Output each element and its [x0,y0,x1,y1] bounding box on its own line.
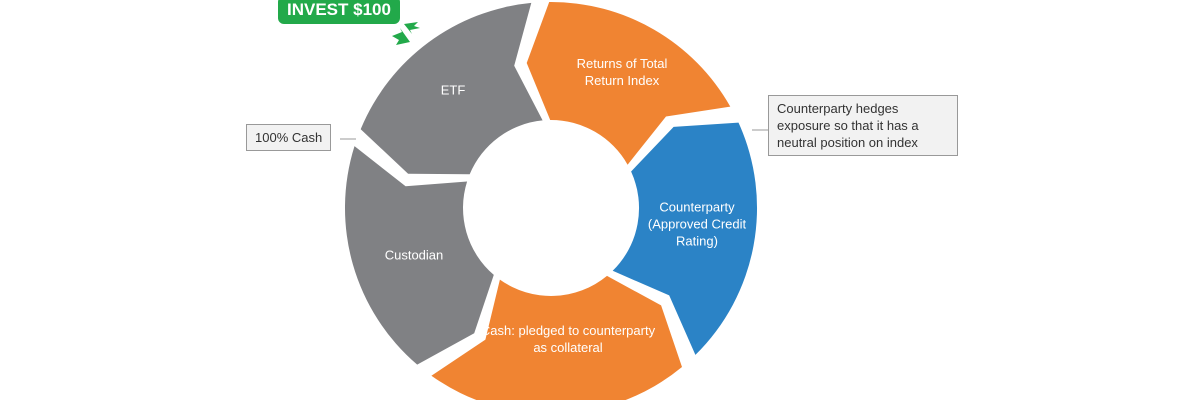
hedge-callout: Counterparty hedges exposure so that it … [768,95,958,156]
segment-label-cash-collateral: Cash: pledged to counterparty as collate… [480,323,656,355]
segment-returns [526,1,731,165]
segment-counterparty [612,122,758,355]
segment-label-etf: ETF [440,82,466,98]
segment-custodian [344,146,494,365]
invest-arrows-icon [392,22,420,45]
cash-callout: 100% Cash [246,124,332,151]
segment-cash-collateral [431,275,682,400]
segment-label-counterparty: Counterparty (Approved Credit Rating) [647,199,747,249]
segment-label-custodian: Custodian [384,247,444,263]
segment-label-returns: Returns of Total Return Index [576,56,668,88]
segment-etf [360,2,543,175]
invest-badge: INVEST $100 [278,0,400,24]
